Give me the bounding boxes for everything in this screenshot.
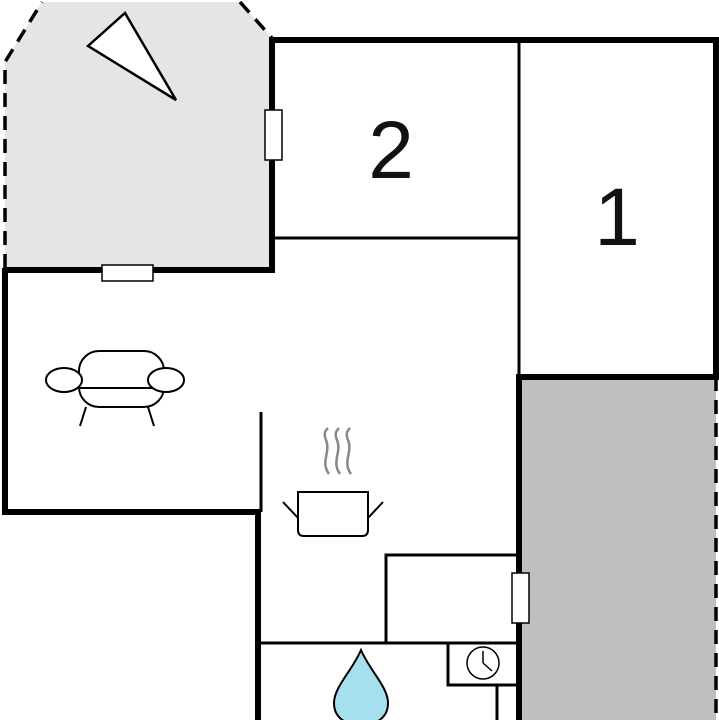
water-drop-icon — [332, 647, 390, 720]
sofa-icon — [45, 350, 185, 427]
window-terrace-east — [264, 109, 283, 161]
window-kitchen-east — [511, 572, 530, 624]
north-arrow-icon — [85, 11, 178, 102]
room-label-1: 1 — [594, 172, 640, 263]
window-terrace-south — [101, 264, 154, 282]
room-label-2: 2 — [368, 105, 414, 196]
clock-icon — [466, 646, 500, 680]
interior-walls — [259, 40, 521, 720]
terrace-area — [3, 0, 274, 268]
windows — [101, 109, 530, 624]
cooking-pot-icon — [282, 427, 384, 537]
outdoor-strip — [519, 377, 718, 720]
